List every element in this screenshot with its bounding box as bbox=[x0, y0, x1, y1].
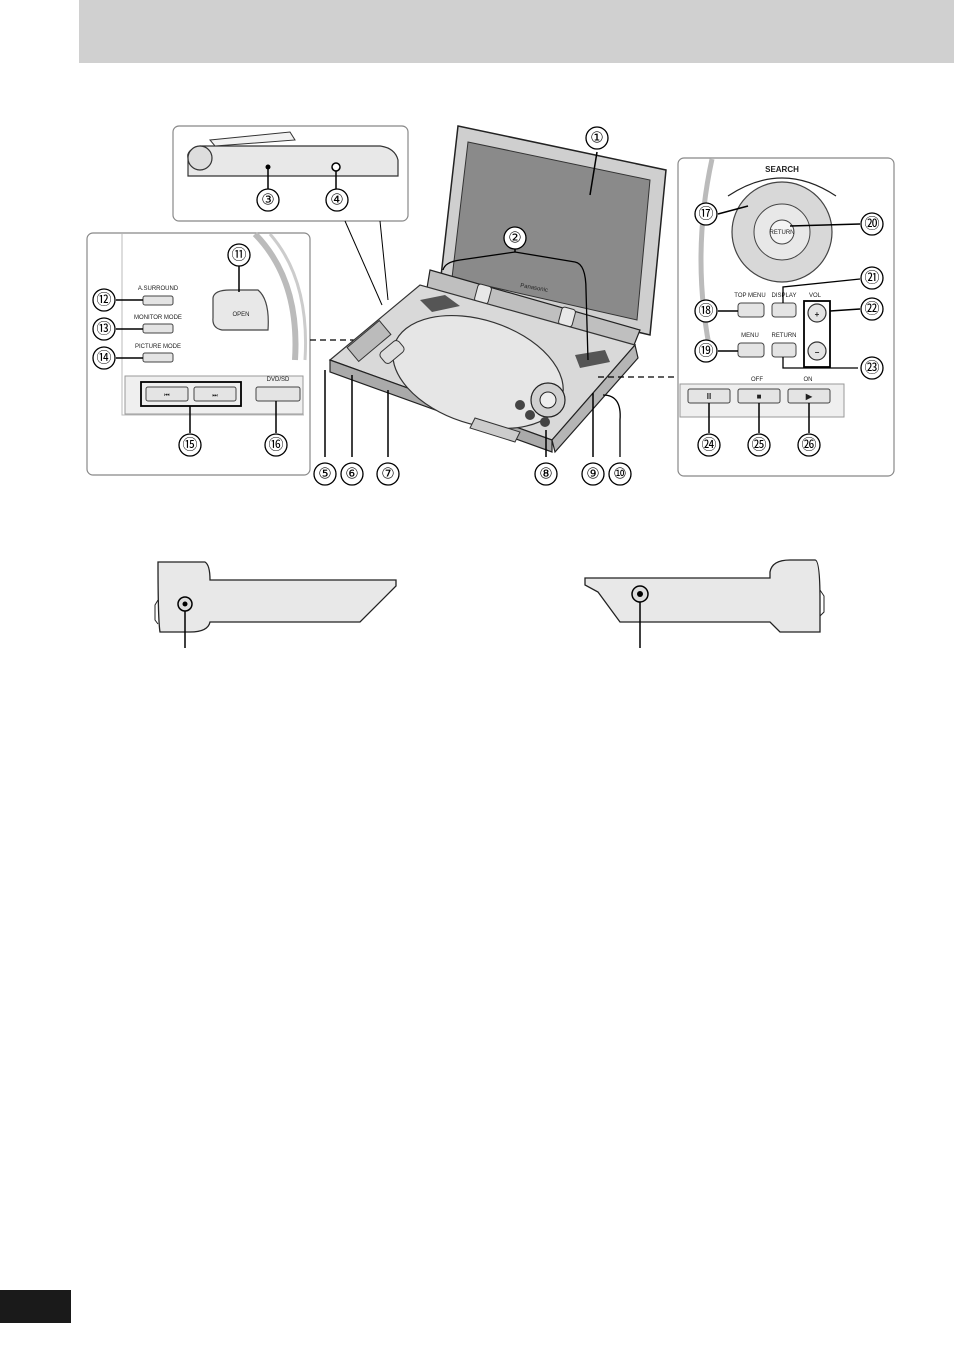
callout-14-text: ⑭ bbox=[96, 350, 111, 367]
label-return-center: RETURN bbox=[770, 230, 795, 236]
callout-25-text: ㉕ bbox=[751, 437, 766, 454]
monitor-mode-button[interactable] bbox=[143, 324, 173, 333]
label-open: OPEN bbox=[232, 312, 249, 318]
callout-6-text: ⑥ bbox=[345, 466, 358, 483]
callout-10-text: ⑩ bbox=[613, 466, 626, 483]
callout-1-text: ① bbox=[590, 130, 603, 147]
callout-8-text: ⑧ bbox=[539, 466, 552, 483]
callout-16-text: ⑯ bbox=[268, 437, 283, 454]
callout-7-text: ⑦ bbox=[381, 466, 394, 483]
callout-18-text: ⑱ bbox=[698, 303, 713, 320]
label-menu: MENU bbox=[741, 333, 759, 339]
return-button[interactable] bbox=[772, 343, 796, 357]
bottom-right-side-view bbox=[585, 560, 824, 648]
callout-3-text: ③ bbox=[261, 192, 274, 209]
label-off: OFF bbox=[751, 377, 763, 383]
callout-26-text: ㉖ bbox=[801, 437, 816, 454]
label-a-surround: A.SURROUND bbox=[138, 286, 179, 292]
callout-23-text: ㉓ bbox=[864, 360, 879, 377]
callout-24-text: ㉔ bbox=[701, 437, 716, 454]
label-vol: VOL bbox=[809, 293, 822, 299]
label-return: RETURN bbox=[772, 333, 797, 339]
stop-icon: ■ bbox=[757, 392, 762, 401]
callout-21-text: ㉑ bbox=[864, 270, 879, 287]
pause-icon: II bbox=[707, 392, 711, 401]
label-search: SEARCH bbox=[765, 165, 799, 174]
menu-button[interactable] bbox=[738, 343, 764, 357]
play-icon: ▶ bbox=[805, 392, 813, 401]
callout-17-text: ⑰ bbox=[698, 206, 713, 223]
display-button[interactable] bbox=[772, 303, 796, 317]
minus-icon: − bbox=[815, 348, 820, 357]
skip-forward-icon: ⏭ bbox=[212, 393, 218, 399]
label-on: ON bbox=[804, 377, 813, 383]
callout-15-text: ⑮ bbox=[182, 437, 197, 454]
label-dvd-sd: DVD/SD bbox=[267, 377, 290, 383]
picture-mode-button[interactable] bbox=[143, 353, 173, 362]
callout-22-text: ㉒ bbox=[864, 301, 879, 318]
callout-12-text: ⑫ bbox=[96, 292, 111, 309]
callout-4-text: ④ bbox=[330, 192, 343, 209]
callout-19-text: ⑲ bbox=[698, 343, 713, 360]
skip-back-icon: ⏮ bbox=[164, 393, 170, 399]
callout-11-text: ⑪ bbox=[231, 247, 246, 264]
label-picture-mode: PICTURE MODE bbox=[135, 344, 181, 350]
label-top-menu: TOP MENU bbox=[734, 293, 765, 299]
callout-13-text: ⑬ bbox=[96, 321, 111, 338]
callout-5-text: ⑤ bbox=[318, 466, 331, 483]
callout-9-text: ⑨ bbox=[586, 466, 599, 483]
dvd-sd-button[interactable] bbox=[256, 387, 300, 401]
a-surround-button[interactable] bbox=[143, 296, 173, 305]
open-button[interactable] bbox=[213, 290, 268, 330]
label-display: DISPLAY bbox=[772, 293, 797, 299]
label-monitor-mode: MONITOR MODE bbox=[134, 315, 182, 321]
callout-20-text: ⑳ bbox=[864, 216, 879, 233]
left-inset: A.SURROUND MONITOR MODE PICTURE MODE OPE… bbox=[87, 233, 372, 475]
top-menu-button[interactable] bbox=[738, 303, 764, 317]
plus-icon: + bbox=[815, 310, 820, 319]
bottom-left-side-view bbox=[155, 562, 396, 648]
callout-2-text: ② bbox=[508, 230, 521, 247]
